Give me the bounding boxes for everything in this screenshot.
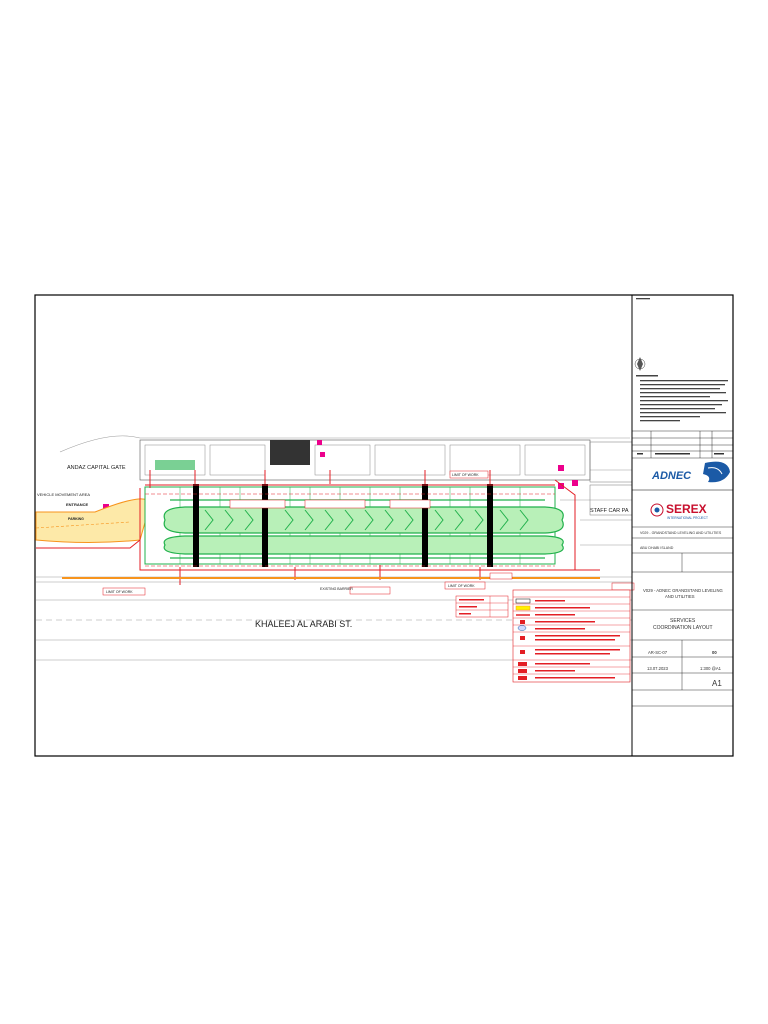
serex-subtitle: INTERNATIONAL PROJECT	[667, 516, 708, 520]
gate-label: ANDAZ CAPITAL GATE	[67, 465, 126, 471]
north-arrow-icon	[634, 357, 646, 371]
project-title-line2: AND UTILITIES	[665, 594, 695, 599]
seating-tiers	[163, 499, 564, 559]
sheet-size: A1	[712, 679, 722, 688]
limit-of-work-label-top: LIMIT OF WORK	[452, 473, 479, 477]
utility-markers	[103, 440, 578, 510]
project-short: V029 - GRANDSTAND LEVELING AND UTILITIES	[640, 531, 722, 535]
project-title-line1: V029 - ADNEC GRANDSTAND LEVELING	[643, 588, 723, 593]
parking-table	[455, 595, 509, 618]
adnec-logo-text: ADNEC	[651, 470, 692, 482]
staff-parking-label: STAFF CAR PA	[590, 508, 629, 514]
serex-logo: SEREX INTERNATIONAL PROJECT	[650, 502, 708, 520]
utility-dashed	[145, 493, 555, 567]
site-plan: KHALEEJ AL ARABI ST. ANDAZ CAPITAL GATE …	[35, 435, 635, 661]
vehicle-area-label: VEHICLE MOVEMENT AREA	[37, 492, 90, 497]
title-block: ADNEC SEREX INTERNATIONAL PROJECT V029 -…	[631, 295, 734, 756]
drawing-number: AR-SC-07	[648, 650, 668, 655]
revision-table	[631, 430, 734, 459]
drawing-scale: 1:300 @A1	[700, 666, 722, 671]
general-notes	[636, 298, 728, 422]
drawing-title-line1: SERVICES	[670, 618, 696, 624]
drawing-date: 13.07.2023	[647, 666, 669, 671]
street-label: KHALEEJ AL ARABI ST.	[255, 619, 352, 629]
seating-hatch	[204, 509, 529, 531]
utility-routes	[36, 470, 600, 585]
serex-logo-text: SEREX	[666, 502, 707, 516]
structural-columns	[193, 484, 493, 567]
adnec-logo: ADNEC	[651, 461, 730, 483]
entrance-label: ENTRANCE	[66, 502, 89, 507]
drawing-title-line2: COORDINATION LAYOUT	[653, 625, 713, 631]
parking-label: PARKING	[68, 517, 84, 521]
existing-barrier-label: EXISTING BARRIER	[320, 587, 353, 591]
revision-number: 00	[712, 650, 717, 655]
callouts	[102, 470, 635, 596]
limit-of-work-label: LIMIT OF WORK	[106, 590, 133, 594]
limit-of-work-label-right: LIMIT OF WORK	[448, 584, 475, 588]
grandstand-building	[139, 439, 633, 516]
location-value: ABU DHABI ISLAND	[640, 546, 674, 550]
legend	[512, 589, 631, 683]
